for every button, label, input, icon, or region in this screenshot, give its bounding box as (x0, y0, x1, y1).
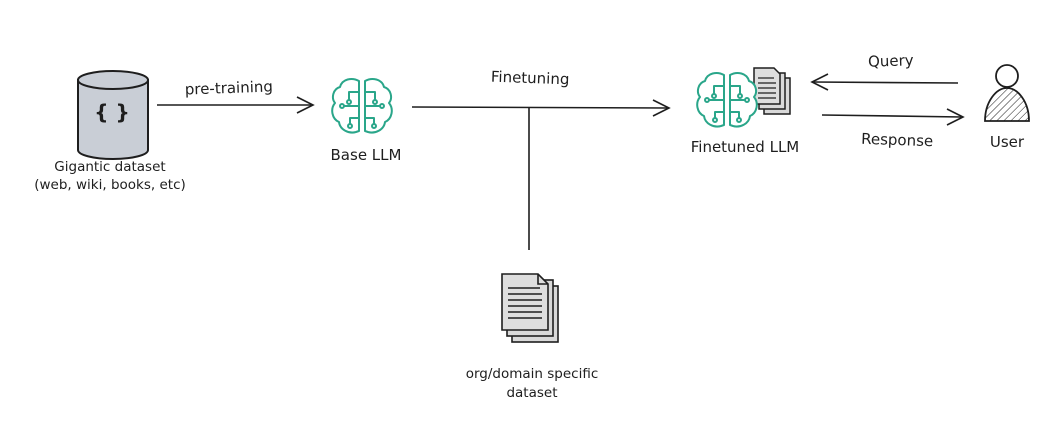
neural-brain-icon (331, 78, 393, 134)
base-llm-label: Base LLM (331, 146, 402, 164)
domain-dataset-label-line1: org/domain specific (466, 366, 599, 382)
neural-brain-with-documents-icon (696, 67, 791, 128)
finetuning-arrow (411, 99, 671, 117)
database-cylinder-icon: { } (77, 70, 149, 160)
dataset-label-line1: Gigantic dataset (54, 159, 165, 175)
finetuned-llm-label: Finetuned LLM (691, 138, 800, 156)
finetuning-label: Finetuning (491, 68, 570, 89)
domain-dataset-label-line2: dataset (506, 385, 557, 401)
response-arrow (821, 108, 965, 126)
dataset-label-line2: (web, wiki, books, etc) (34, 177, 186, 193)
user-person-icon (984, 64, 1030, 122)
user-label: User (990, 133, 1025, 151)
document-stack-icon (501, 273, 559, 343)
pretraining-arrow (157, 96, 315, 114)
query-label: Query (868, 51, 914, 71)
response-label: Response (861, 130, 934, 151)
dataset-glyph: { } (94, 100, 129, 124)
query-arrow (810, 73, 959, 91)
pretraining-label: pre-training (184, 77, 273, 98)
